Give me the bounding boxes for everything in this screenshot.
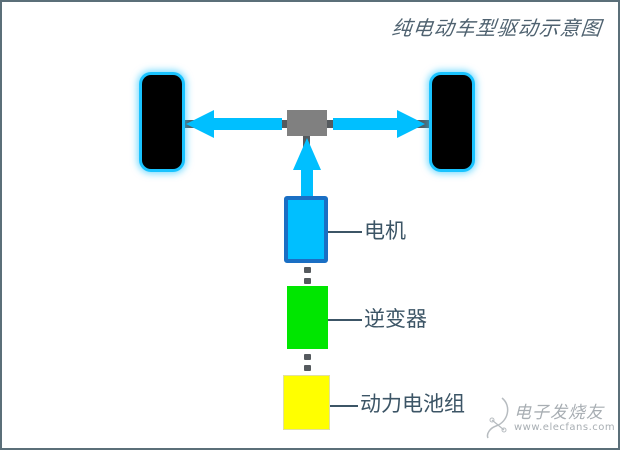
left-wheel [142, 75, 182, 169]
battery-leader-line [330, 405, 358, 407]
right-wheel [432, 75, 472, 169]
connector-dash [304, 267, 311, 273]
differential-box [287, 110, 327, 136]
motor-label: 电机 [364, 219, 406, 243]
battery-label: 动力电池组 [360, 392, 465, 416]
connector-dash [304, 278, 311, 284]
right-arrow-icon [333, 110, 425, 138]
diagram-title: 纯电动车型驱动示意图 [390, 16, 604, 40]
motor-leader-line [328, 231, 362, 233]
watermark: 电子发烧友 www.elecfans.com [482, 392, 616, 442]
watermark-logo-icon [486, 397, 509, 439]
battery-box [283, 375, 330, 430]
inverter-label: 逆变器 [364, 307, 427, 331]
watermark-url: www.elecfans.com [514, 422, 616, 433]
up-arrow-icon [293, 138, 321, 198]
connector-dash [304, 365, 311, 371]
left-arrow-icon [186, 110, 282, 138]
watermark-name: 电子发烧友 [514, 403, 604, 423]
inverter-leader-line [328, 319, 362, 321]
inverter-box [287, 286, 328, 349]
motor-box [284, 196, 328, 263]
connector-dash [304, 354, 311, 360]
